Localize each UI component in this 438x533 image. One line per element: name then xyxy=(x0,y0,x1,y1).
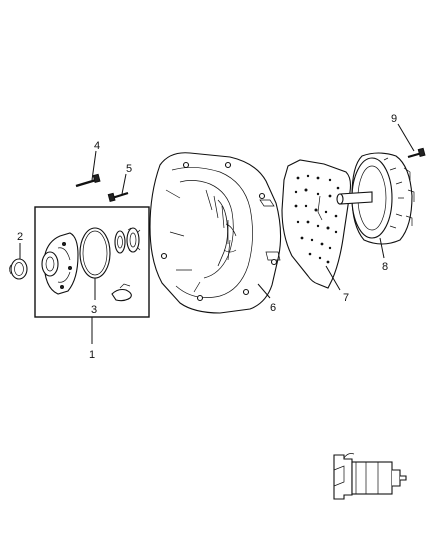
callout-9: 9 xyxy=(391,113,397,125)
leader-line-6 xyxy=(257,283,271,299)
valve-body-plate-part xyxy=(281,159,352,289)
o-ring-part xyxy=(79,227,111,279)
callout-7: 7 xyxy=(343,292,349,304)
leader-line-7 xyxy=(325,265,341,291)
pump-gear-part xyxy=(114,227,141,254)
callout-4: 4 xyxy=(94,140,100,152)
callout-3: 3 xyxy=(91,304,97,316)
converter-shaft xyxy=(336,191,373,205)
callout-6: 6 xyxy=(270,302,276,314)
bolt-part-4 xyxy=(75,173,101,188)
transmission-locator-thumbnail xyxy=(333,453,407,500)
seal-ring-part xyxy=(9,258,28,280)
bolt-part-5 xyxy=(107,191,129,202)
clip-part xyxy=(111,283,132,302)
transmission-housing-part xyxy=(149,152,282,314)
torque-converter-part xyxy=(336,152,415,245)
callout-1: 1 xyxy=(89,349,95,361)
leader-line-4 xyxy=(91,150,97,181)
callout-8: 8 xyxy=(382,261,388,273)
leader-line-8 xyxy=(379,237,385,259)
callout-5: 5 xyxy=(126,163,132,175)
bolt-part-9 xyxy=(407,147,426,159)
leader-line-5 xyxy=(121,173,127,195)
callout-2: 2 xyxy=(17,231,23,243)
pump-body-part xyxy=(41,232,79,295)
leader-line-9 xyxy=(397,123,415,152)
